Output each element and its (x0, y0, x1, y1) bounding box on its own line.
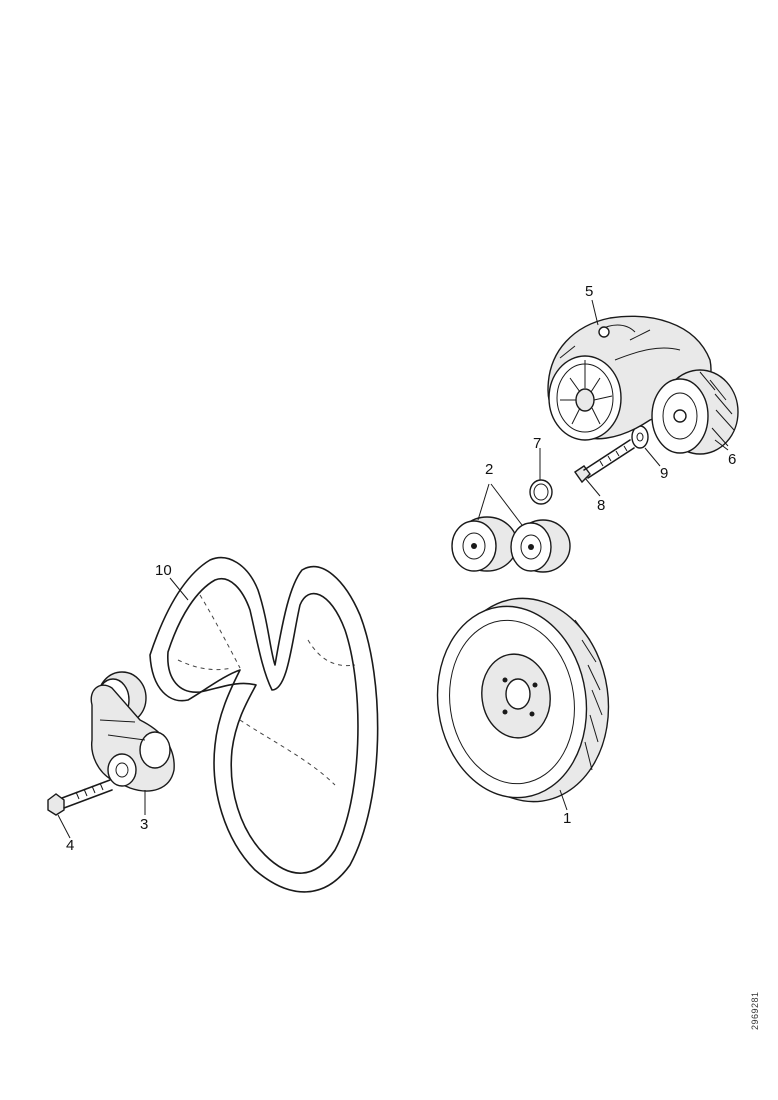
drive-belt (149, 556, 379, 893)
callout-6: 6 (728, 451, 737, 468)
callout-3: 3 (140, 816, 149, 833)
callout-9: 9 (660, 465, 669, 482)
o-ring (529, 479, 553, 505)
leader-lines (57, 299, 729, 839)
callout-1: 1 (563, 810, 572, 827)
callout-7: 7 (533, 435, 542, 452)
belt-tensioner (90, 671, 175, 792)
callout-5: 5 (585, 283, 594, 300)
callout-2: 2 (485, 461, 494, 478)
pump-pulley (651, 369, 739, 455)
callout-10: 10 (155, 562, 172, 579)
callout-4: 4 (66, 837, 75, 854)
idler-pulleys (451, 516, 571, 573)
tensioner-bolt (47, 779, 113, 816)
pulley-bolt (574, 439, 635, 484)
crankshaft-pulley (436, 597, 610, 803)
callout-8: 8 (597, 497, 606, 514)
reference-code: 2969281 (750, 991, 760, 1030)
